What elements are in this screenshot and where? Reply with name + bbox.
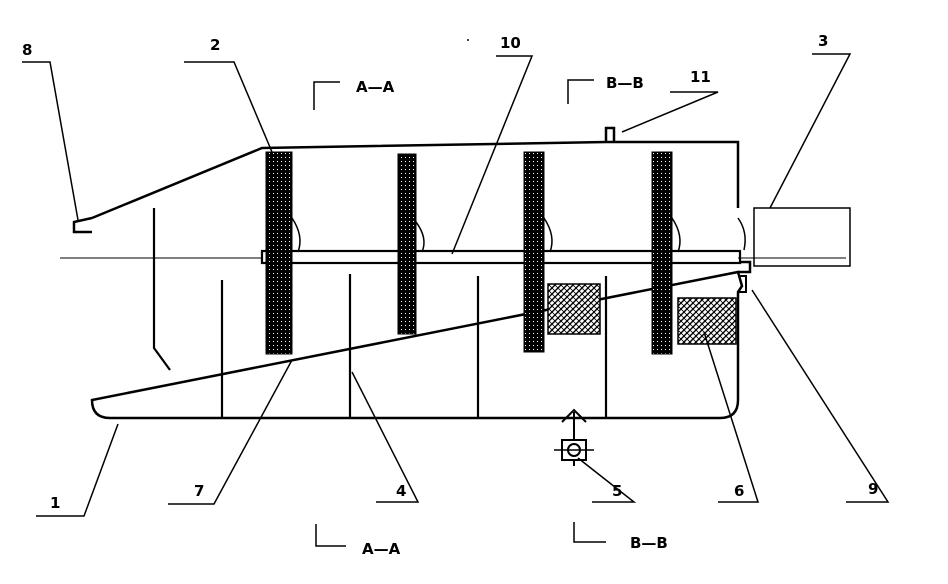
drain-valve bbox=[554, 408, 594, 466]
label-9: 9 bbox=[868, 480, 878, 498]
label-6: 6 bbox=[734, 482, 744, 500]
item-labels: 8 2 10 11 3 1 7 4 5 6 9 bbox=[22, 32, 878, 512]
label-8: 8 bbox=[22, 41, 32, 59]
section-label-bb-top: B—B bbox=[606, 74, 644, 92]
label-4: 4 bbox=[396, 482, 406, 500]
filter-media bbox=[547, 283, 737, 345]
label-1: 1 bbox=[50, 494, 60, 512]
label-10: 10 bbox=[500, 34, 521, 52]
section-markers: A—A B—B A—A B—B bbox=[313, 74, 668, 558]
baffles bbox=[152, 208, 608, 418]
tank-body bbox=[72, 126, 752, 420]
section-label-aa-top: A—A bbox=[356, 78, 395, 96]
label-5: 5 bbox=[612, 482, 622, 500]
disc-packs bbox=[265, 151, 746, 355]
label-11: 11 bbox=[690, 68, 711, 86]
label-2: 2 bbox=[210, 36, 220, 54]
section-label-aa-bottom: A—A bbox=[362, 540, 401, 558]
drive-motor bbox=[738, 207, 851, 267]
label-7: 7 bbox=[194, 482, 204, 500]
leader-lines bbox=[22, 53, 890, 517]
speck bbox=[467, 39, 469, 41]
section-label-bb-bottom: B—B bbox=[630, 534, 668, 552]
label-3: 3 bbox=[818, 32, 828, 50]
shaft bbox=[60, 249, 846, 265]
